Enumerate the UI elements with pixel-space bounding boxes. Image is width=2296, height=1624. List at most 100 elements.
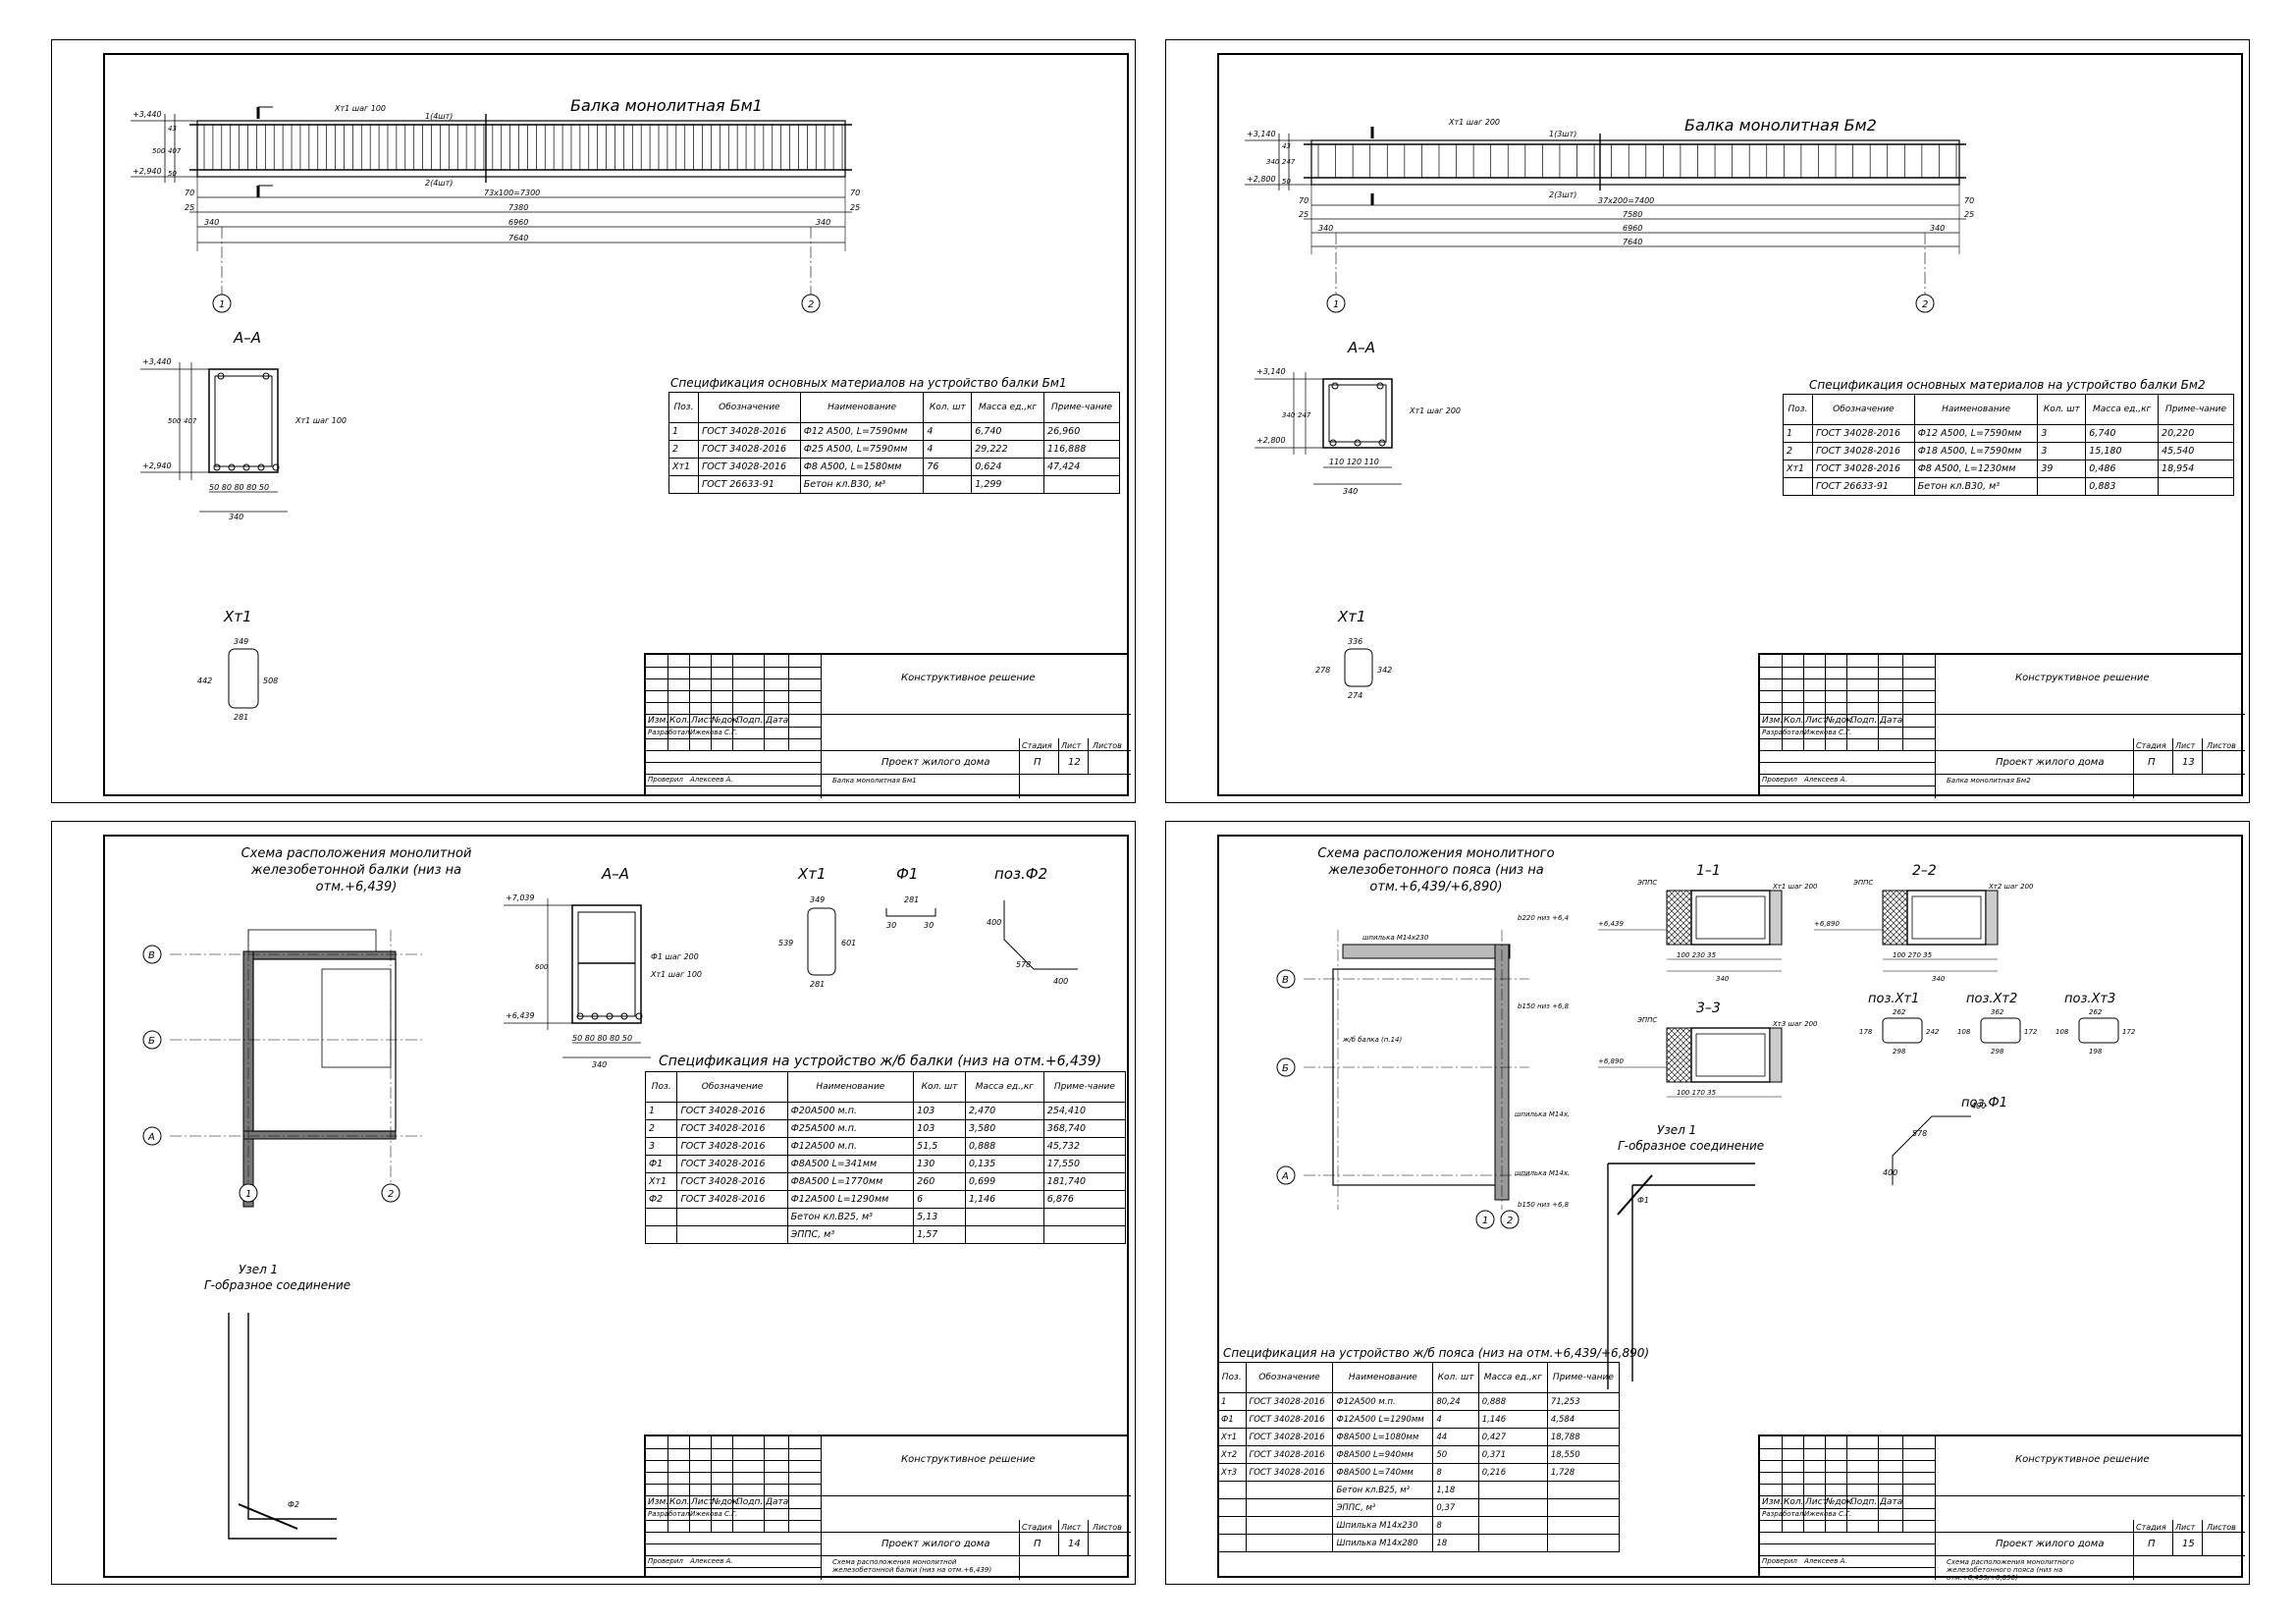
- table-cell: ЭППС, м³: [1332, 1498, 1434, 1517]
- table-cell: 0,37: [1432, 1498, 1479, 1517]
- table-cell: Хт1: [1783, 460, 1813, 478]
- stamp-author: Ижекова С.Г.: [1804, 1510, 1852, 1518]
- table-cell: Хт1: [1217, 1428, 1247, 1446]
- svg-text:+3,440: +3,440: [142, 357, 172, 366]
- spec-title-1: Спецификация основных материалов на устр…: [670, 376, 1067, 390]
- level: +6,890: [1598, 1057, 1624, 1065]
- table-cell: ГОСТ 34028-2016: [676, 1190, 788, 1209]
- svg-text:500: 500: [168, 417, 182, 425]
- svg-text:7580: 7580: [1623, 210, 1642, 219]
- sheet-3-title: Схема расположения монолитной железобето…: [240, 846, 472, 894]
- table-cell: 18,788: [1546, 1428, 1621, 1446]
- stamp-text: Листов: [1093, 1523, 1122, 1532]
- table-cell: 0,135: [965, 1155, 1044, 1173]
- table-cell: 3: [2037, 424, 2087, 443]
- table-cell: 3: [2037, 442, 2087, 460]
- stamp-text: Лист: [691, 716, 714, 726]
- svg-text:50 80 80 80 50: 50 80 80 80 50: [572, 1034, 632, 1043]
- svg-text:Хт1: Хт1: [797, 865, 827, 883]
- table-cell: Ф12А500 м.п.: [1332, 1392, 1434, 1411]
- stamp-text: Дата: [1880, 1497, 1903, 1507]
- table-cell: Ф8А500 L=1080мм: [1332, 1428, 1434, 1446]
- dim-ht: 500: [152, 147, 166, 155]
- table-cell: Ф12 А500, L=7590мм: [799, 422, 925, 441]
- bar-xt1-detail-2: Хт1 336 278 342 274: [1315, 608, 1392, 700]
- table-cell: 47,424: [1043, 458, 1120, 476]
- svg-text:Ф2: Ф2: [288, 1500, 299, 1509]
- table-cell: Хт3: [1217, 1463, 1247, 1482]
- svg-text:340: 340: [1343, 487, 1358, 496]
- eps-insulation: [1666, 890, 1692, 946]
- sheet-3: Схема расположения монолитной железобето…: [51, 821, 1136, 1585]
- svg-text:1(3шт): 1(3шт): [1549, 130, 1576, 138]
- spec-title-2: Спецификация основных материалов на устр…: [1809, 378, 2206, 392]
- table-cell: 17,550: [1042, 1155, 1127, 1173]
- table-cell: 45,732: [1042, 1137, 1127, 1156]
- stamp-text: №док.: [712, 716, 741, 726]
- svg-text:В: В: [148, 950, 155, 961]
- svg-text:278: 278: [1315, 666, 1330, 675]
- svg-text:172: 172: [2024, 1028, 2038, 1036]
- table-cell: 0,888: [965, 1137, 1044, 1156]
- dim-e1: 70: [185, 189, 194, 197]
- svg-text:400: 400: [1053, 977, 1068, 986]
- stamp-stage: П: [1034, 1539, 1041, 1549]
- svg-text:508: 508: [263, 677, 278, 685]
- bar-xt1-detail-1: Хт1 349 442 508 281: [197, 608, 278, 722]
- svg-text:578: 578: [1912, 1129, 1927, 1138]
- bar-detail-name: Хт1: [223, 608, 252, 625]
- stamp-drawing-name: Балка монолитная Бм1: [832, 777, 917, 785]
- svg-text:А: А: [147, 1132, 155, 1143]
- table-cell: ГОСТ 34028-2016: [698, 422, 801, 441]
- table-cell: 2,470: [965, 1102, 1044, 1120]
- details-3: Хт1 349 539 601 281 Ф1 281 30 30 поз.Ф2 …: [778, 865, 1078, 989]
- table-cell: Хт1: [644, 1172, 678, 1191]
- svg-text:+7,039: +7,039: [506, 893, 535, 902]
- belt-section: [1690, 1027, 1771, 1083]
- svg-text:А–А: А–А: [1347, 339, 1375, 356]
- stamp-text: Лист: [1061, 741, 1082, 750]
- sheet-4: Схема расположения монолитного железобет…: [1165, 821, 2250, 1585]
- stamp-text: Дата: [766, 1497, 789, 1507]
- table-cell: 6,876: [1042, 1190, 1127, 1209]
- svg-text:298: 298: [1991, 1048, 2004, 1056]
- table-cell: [1546, 1481, 1621, 1499]
- table-cell: Ф8 А500, L=1230мм: [1913, 460, 2039, 478]
- axis-1: 1: [219, 299, 225, 310]
- table-cell: ГОСТ 34028-2016: [1812, 442, 1915, 460]
- svg-text:ж/б балка (п.14): ж/б балка (п.14): [1342, 1036, 1402, 1044]
- stamp-text: Изм.: [648, 716, 669, 726]
- svg-text:А: А: [1281, 1171, 1289, 1182]
- svg-text:b220 низ +6,439 верх +6,659: b220 низ +6,439 верх +6,659: [1518, 914, 1569, 922]
- stamp-text: Подп.: [1850, 1497, 1878, 1507]
- table-cell: [923, 475, 973, 494]
- table-cell: 6,740: [2085, 424, 2160, 443]
- table-cell: 15,180: [2085, 442, 2160, 460]
- stamp-text: Стадия: [1022, 741, 1052, 750]
- sheet-1-title: Балка монолитная Бм1: [570, 96, 763, 115]
- table-cell: 1,146: [965, 1190, 1044, 1209]
- table-cell: 1: [644, 1102, 678, 1120]
- sheet-1-frame: [103, 53, 1129, 796]
- svg-text:+2,800: +2,800: [1247, 175, 1276, 184]
- table-cell: 0,216: [1477, 1463, 1548, 1482]
- table-cell: 4,584: [1546, 1410, 1621, 1429]
- svg-text:7640: 7640: [1623, 238, 1642, 246]
- width: 340: [1716, 975, 1730, 983]
- svg-text:поз.Ф2: поз.Ф2: [994, 865, 1047, 883]
- table-cell: ГОСТ 34028-2016: [676, 1119, 788, 1138]
- stamp-text: Лист: [691, 1497, 714, 1507]
- dim-d1: 7380: [508, 203, 528, 212]
- section-aa-3: А–А +7,039 +6,439 Ф1 шаг 200 Хт1 шаг 100…: [504, 865, 702, 1069]
- stamp-text: Разработал: [648, 729, 690, 736]
- pos-top: 1(4шт): [425, 112, 453, 121]
- stirrup: [1695, 895, 1766, 940]
- table-cell: Хт1: [668, 458, 699, 476]
- dim-span: 73х100=7300: [484, 189, 540, 197]
- dim-e2: 25: [185, 203, 194, 212]
